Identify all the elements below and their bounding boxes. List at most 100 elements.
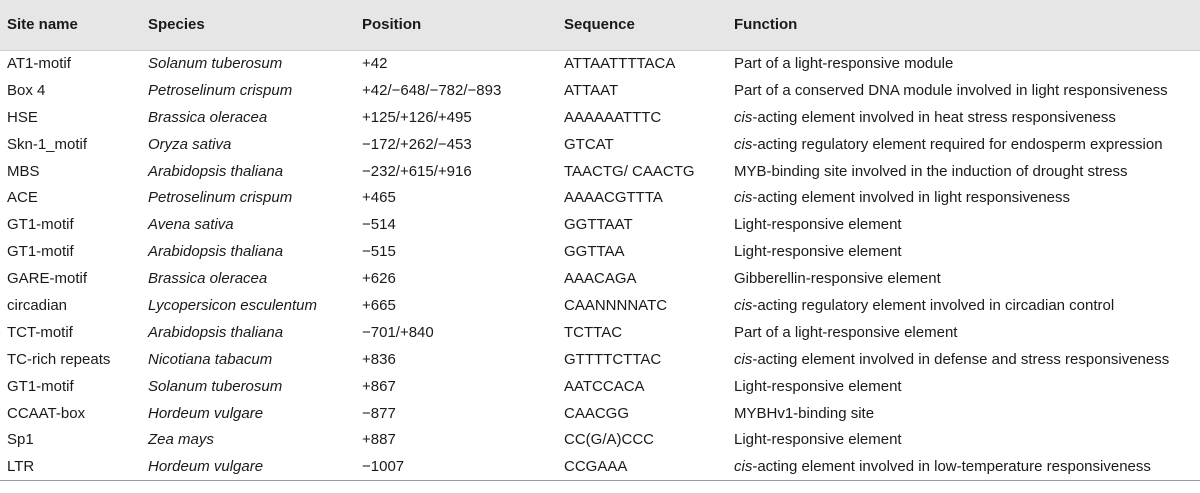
cell-species: Brassica oleracea xyxy=(148,270,268,288)
cell-site-name: MBS xyxy=(7,162,40,180)
table-row: circadian Lycopersicon esculentum +665 CAAN… xyxy=(0,292,1200,319)
cell-species: Nicotiana tabacum xyxy=(148,350,273,368)
cell-position: +42 xyxy=(362,55,388,73)
cell-sequence: AAAACGTTTA xyxy=(564,189,663,207)
cell-position: +125/+126/+495 xyxy=(362,108,472,126)
cell-site-name: circadian xyxy=(7,296,68,314)
cell-site-name: TC-rich repeats xyxy=(7,350,111,368)
cell-sequence: GGTTAAT xyxy=(564,216,633,234)
cell-function: MYBHv1-binding site xyxy=(727,400,1200,427)
cell-site-name: HSE xyxy=(7,108,38,126)
header-species: Species xyxy=(141,0,355,51)
function-text: Part of a light-responsive module xyxy=(734,55,954,73)
cell-function: cis-acting element involved in low-tempe… xyxy=(727,453,1200,481)
cell-function: Light-responsive element xyxy=(727,238,1200,265)
header-position: Position xyxy=(355,0,557,51)
cell-species: Solanum tuberosum xyxy=(148,55,283,73)
cell-species: Lycopersicon esculentum xyxy=(148,296,317,314)
cell-position: −514 xyxy=(362,216,396,234)
cell-species: Avena sativa xyxy=(148,216,234,234)
cell-position: +42/−648/−782/−893 xyxy=(362,81,502,99)
cell-site-name: LTR xyxy=(0,453,141,481)
cell-function: cis-acting element involved in light res… xyxy=(727,184,1200,211)
table-row: GT1-motif Arabidopsis thaliana −515 GGTTAA L… xyxy=(0,238,1200,265)
cell-sequence: ATTAATTTTACA xyxy=(564,55,676,73)
function-text: Light-responsive element xyxy=(734,431,902,449)
cell-position: +465 xyxy=(362,189,396,207)
function-text: MYB-binding site involved in the inducti… xyxy=(734,162,1128,180)
table-row: MBS Arabidopsis thaliana −232/+615/+916 TAA… xyxy=(0,158,1200,185)
function-text: Gibberellin-responsive element xyxy=(734,270,941,288)
cell-sequence: TAACTG/ CAACTG xyxy=(564,162,695,180)
cell-species: Zea mays xyxy=(148,431,214,449)
cell-site-name: Sp1 xyxy=(7,431,34,449)
cell-sequence: CCGAAA xyxy=(557,453,727,481)
cell-position: +836 xyxy=(362,350,396,368)
cell-function: Light-responsive element xyxy=(727,373,1200,400)
cell-species: Arabidopsis thaliana xyxy=(148,162,284,180)
cell-site-name: Skn-1_motif xyxy=(7,135,88,153)
cell-site-name: GT1-motif xyxy=(7,377,74,395)
cell-position: +665 xyxy=(362,296,396,314)
cell-function: cis-acting element involved in heat stre… xyxy=(727,104,1200,131)
cell-position: −172/+262/−453 xyxy=(362,135,472,153)
cell-position: −701/+840 xyxy=(362,323,434,341)
cell-function: cis-acting element involved in defense a… xyxy=(727,346,1200,373)
cell-sequence: CAANNNNATC xyxy=(564,296,668,314)
cell-sequence: CC(G/A)CCC xyxy=(564,431,654,449)
cell-sequence: GTTTTCTTAC xyxy=(564,350,662,368)
cell-position: −515 xyxy=(362,243,396,261)
header-sequence: Sequence xyxy=(557,0,727,51)
cell-sequence: ATTAAT xyxy=(564,81,619,99)
cell-sequence: AATCCACA xyxy=(564,377,645,395)
cell-function: MYB-binding site involved in the inducti… xyxy=(727,158,1200,185)
cell-position: +887 xyxy=(362,431,396,449)
cell-species: Oryza sativa xyxy=(148,135,232,153)
cell-sequence: GGTTAA xyxy=(564,243,625,261)
cell-position: +867 xyxy=(362,377,396,395)
cell-position: −1007 xyxy=(355,453,557,481)
function-text: Light-responsive element xyxy=(734,216,902,234)
function-text: -acting element involved in light respon… xyxy=(752,189,1071,207)
cell-species: Hordeum vulgare xyxy=(148,404,264,422)
cell-function: cis-acting regulatory element involved i… xyxy=(727,292,1200,319)
function-text: -acting element involved in defense and … xyxy=(752,350,1170,368)
function-cis-prefix: cis xyxy=(734,350,753,368)
cell-position: −877 xyxy=(362,404,396,422)
function-cis-prefix: cis xyxy=(734,458,753,476)
cell-species: Arabidopsis thaliana xyxy=(148,243,284,261)
cell-position: +626 xyxy=(362,270,396,288)
cell-function: Part of a light-responsive module xyxy=(727,50,1200,77)
cell-sequence: GTCAT xyxy=(564,135,614,153)
function-text: Light-responsive element xyxy=(734,243,902,261)
cell-sequence: TCTTAC xyxy=(564,323,623,341)
cell-species: Petroselinum crispum xyxy=(148,189,293,207)
table-row: Skn-1_motif Oryza sativa −172/+262/−453 GTC… xyxy=(0,131,1200,158)
cell-site-name: GARE-motif xyxy=(7,270,88,288)
table-row: Sp1 Zea mays +887 CC(G/A)CCC Light-responsiv… xyxy=(0,426,1200,453)
header-row: Site name Species Position Sequence Func… xyxy=(0,0,1200,51)
function-text: -acting element involved in low-temperat… xyxy=(752,458,1151,476)
cell-position: −232/+615/+916 xyxy=(362,162,472,180)
cell-function: Part of a light-responsive element xyxy=(727,319,1200,346)
table-row: TC-rich repeats Nicotiana tabacum +836 GTTT… xyxy=(0,346,1200,373)
cell-function: Light-responsive element xyxy=(727,426,1200,453)
cell-site-name: GT1-motif xyxy=(7,243,74,261)
function-text: MYBHv1-binding site xyxy=(734,404,875,422)
function-text: -acting element involved in heat stress … xyxy=(752,108,1116,126)
cell-species: Arabidopsis thaliana xyxy=(148,323,284,341)
table-header: Site name Species Position Sequence Func… xyxy=(0,0,1200,51)
cell-species: Hordeum vulgare xyxy=(141,453,355,481)
function-cis-prefix: cis xyxy=(734,135,753,153)
cell-site-name: Box 4 xyxy=(7,81,46,99)
